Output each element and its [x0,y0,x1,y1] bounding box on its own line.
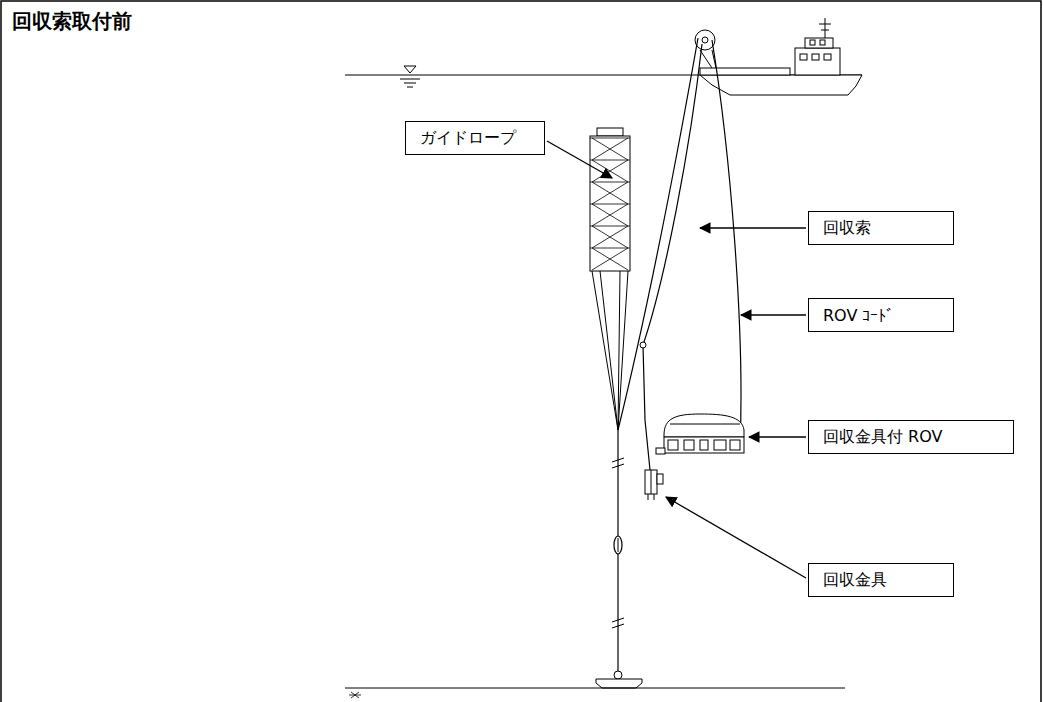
ship [695,18,862,95]
recovery-cable [643,44,702,470]
callout-box: 回収金具付 ROV [808,420,1014,454]
callout-box: 回収金具 [808,563,954,597]
callout-text: 回収索 [823,218,871,239]
callout-box: 回収索 [808,211,954,245]
cable-ring [640,342,646,348]
leader-line [666,497,806,578]
callout-text: ROV ｺｰﾄﾞ [823,306,894,325]
callout-text: 回収金具 [823,570,887,591]
page-title: 回収索取付前 [12,8,132,35]
rov [656,414,744,454]
leader-line [741,314,806,315]
water-symbol [400,66,420,87]
mooring-line [612,430,624,672]
callout-text: ガイドロープ [420,128,516,149]
callout-text: 回収金具付 ROV [823,427,942,448]
buoy [590,128,630,430]
rov-cord [712,40,741,445]
leader-line [700,227,806,228]
leader-line [749,436,806,437]
seabed-symbol [349,692,361,698]
seabed [345,688,845,689]
leader-line [547,141,612,178]
callout-box: ROV ｺｰﾄﾞ [808,298,954,332]
recovery-fitting [645,470,663,500]
sinker [596,671,642,688]
callout-box: ガイドロープ [405,121,545,155]
